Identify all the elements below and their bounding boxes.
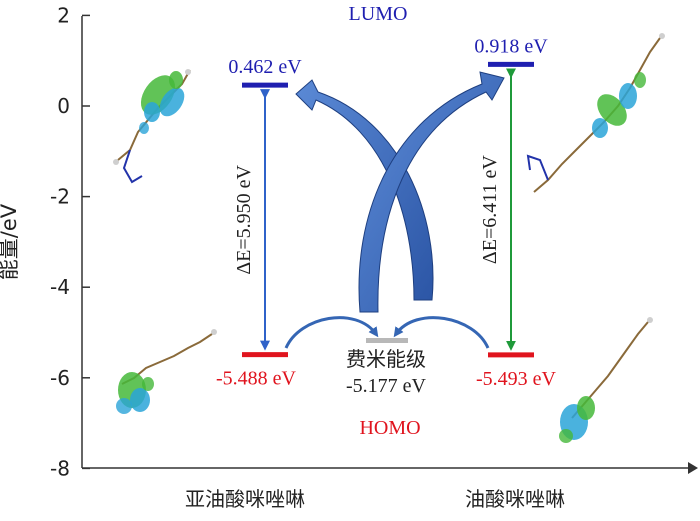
y-tick-label: -2	[50, 185, 70, 209]
homo-header: HOMO	[359, 417, 420, 439]
x-axis-arrow	[688, 462, 698, 474]
right-lumo-value: 0.918 eV	[474, 35, 548, 57]
left-molecule-name: 亚油酸咪唑啉	[185, 487, 305, 511]
flow-band-left-to-right-lumo	[358, 71, 505, 313]
fermi-value: -5.177 eV	[346, 375, 427, 397]
right-lumo-orbital-image	[526, 33, 665, 193]
y-tick-label: 0	[57, 94, 70, 118]
y-tick-label: 2	[57, 3, 70, 27]
y-axis-ticks: 2 0 -2 -4 -6 -8	[50, 3, 90, 480]
lumo-header: LUMO	[349, 3, 408, 25]
y-axis-label: 能量/eV	[0, 203, 21, 280]
left-lumo-value: 0.462 eV	[228, 56, 302, 78]
y-tick-label: -8	[50, 456, 70, 480]
fermi-title: 费米能级	[346, 347, 426, 371]
right-homo-orbital-image	[559, 317, 653, 443]
flow-band-right-to-left-lumo	[295, 79, 434, 301]
left-homo-orbital-image	[116, 329, 217, 414]
left-gap-label: ΔE=5.950 eV	[233, 164, 255, 274]
y-tick-label: -6	[50, 366, 70, 390]
right-homo-value: -5.493 eV	[476, 368, 557, 390]
flow-arrow-right-homo-to-fermi	[393, 316, 490, 349]
left-homo-value: -5.488 eV	[216, 368, 297, 390]
left-lumo-orbital-image	[113, 69, 191, 184]
right-gap-label: ΔE=6.411 eV	[479, 155, 501, 264]
flow-arrow-left-homo-to-fermi	[284, 316, 379, 349]
y-tick-label: -4	[50, 275, 70, 299]
right-molecule-name: 油酸咪唑啉	[465, 487, 565, 511]
